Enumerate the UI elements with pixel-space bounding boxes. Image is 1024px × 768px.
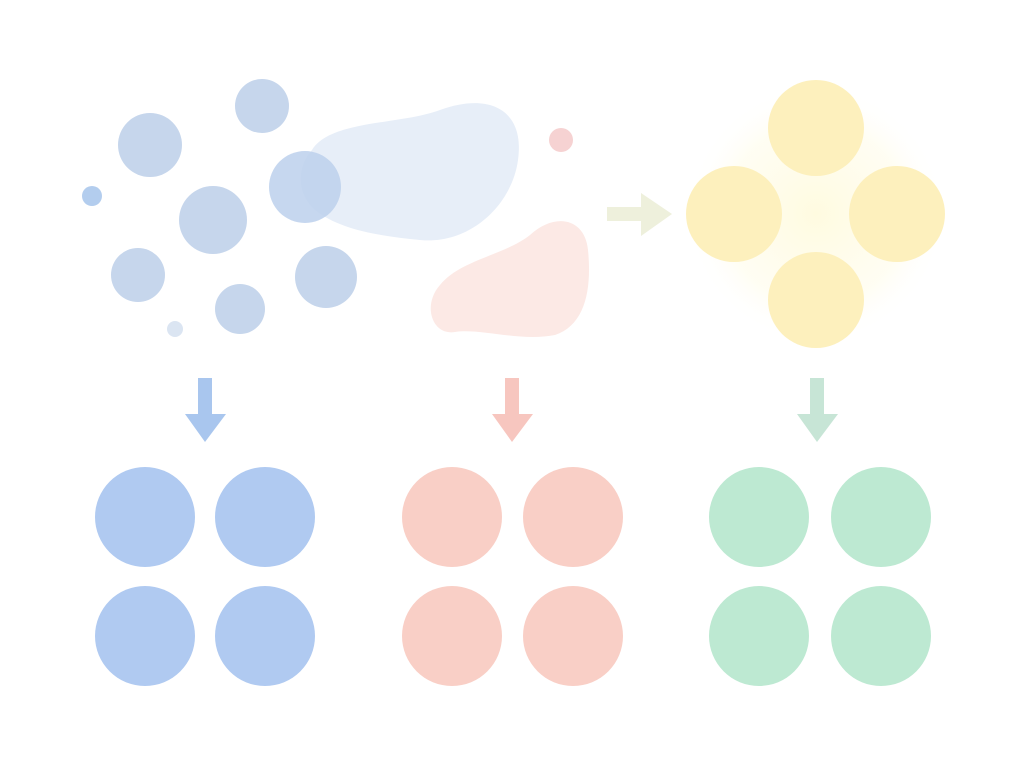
- output-grid-salmon: [402, 467, 623, 686]
- grid-circle: [831, 586, 931, 686]
- yellow-circle: [849, 166, 945, 262]
- grid-circle: [95, 467, 195, 567]
- blue-blob: [300, 103, 519, 241]
- arrow-down-mint: [797, 378, 838, 442]
- arrow-down-blue: [185, 378, 226, 442]
- grid-circle: [709, 467, 809, 567]
- grid-circle: [709, 586, 809, 686]
- grid-circle: [523, 467, 623, 567]
- grid-circle: [215, 467, 315, 567]
- grid-circle: [402, 467, 502, 567]
- pink-dot: [549, 128, 573, 152]
- yellow-circle: [768, 252, 864, 348]
- output-grid-mint: [709, 467, 931, 686]
- grid-circle: [402, 586, 502, 686]
- arrow-down-salmon: [492, 378, 533, 442]
- bubble: [295, 246, 357, 308]
- four-circle-cluster: [686, 80, 946, 348]
- pink-blob: [430, 221, 590, 337]
- yellow-circle: [768, 80, 864, 176]
- grid-circle: [523, 586, 623, 686]
- bubble: [179, 186, 247, 254]
- yellow-circle: [686, 166, 782, 262]
- grid-circle: [831, 467, 931, 567]
- scattered-bubbles-group: [82, 79, 357, 337]
- bubble-overlap: [269, 151, 341, 223]
- grid-circle: [95, 586, 195, 686]
- yellow-glow: [686, 84, 946, 344]
- arrow-right: [607, 193, 672, 236]
- bubble: [215, 284, 265, 334]
- bubble: [235, 79, 289, 133]
- bubble: [167, 321, 183, 337]
- grid-circle: [215, 586, 315, 686]
- bubble: [82, 186, 102, 206]
- output-grid-blue: [95, 467, 315, 686]
- bubble: [111, 248, 165, 302]
- bubble: [118, 113, 182, 177]
